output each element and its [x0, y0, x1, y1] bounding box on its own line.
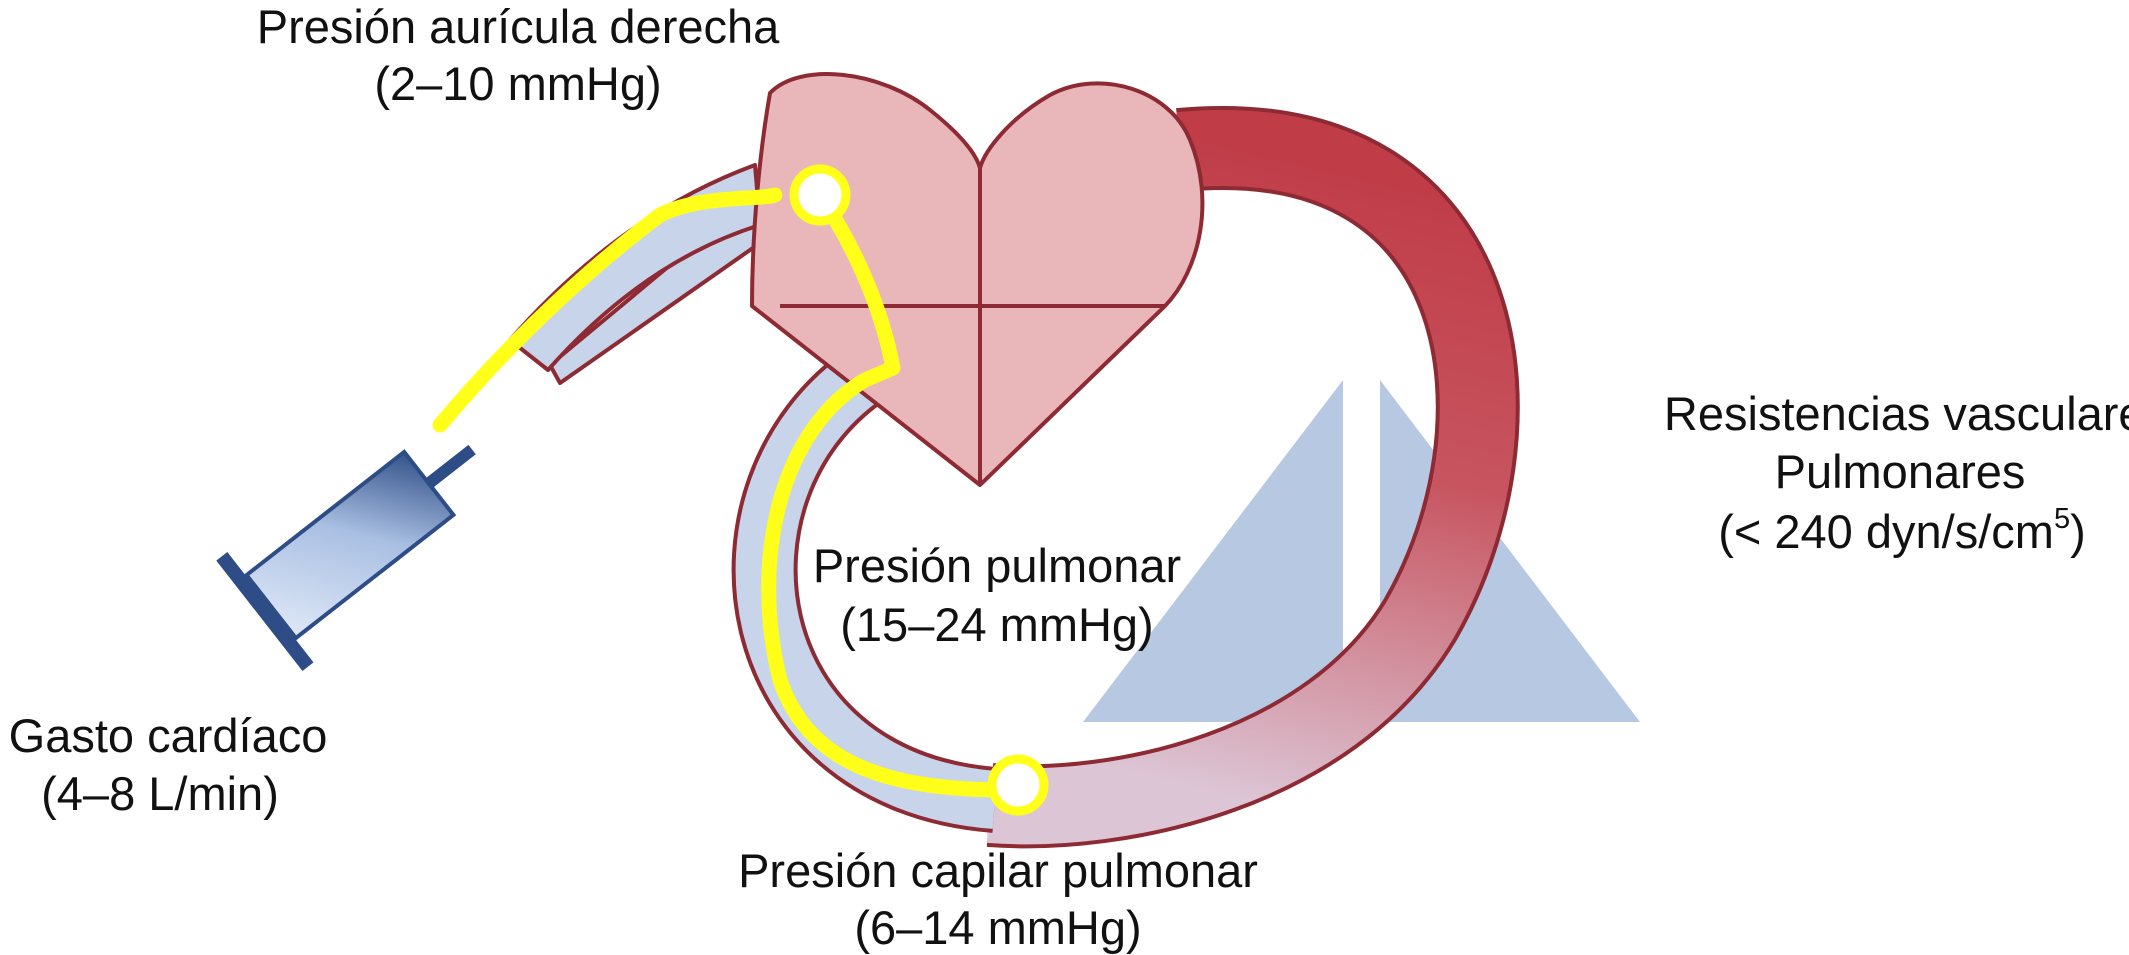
syringe-plunger	[216, 552, 314, 671]
label-cardiac-output: Gasto cardíaco (4–8 L/min)	[9, 709, 328, 820]
label-capillary-pressure-title: Presión capilar pulmonar	[738, 844, 1258, 897]
label-capillary-pressure: Presión capilar pulmonar (6–14 mmHg)	[738, 844, 1258, 954]
pulmonary-artery-vessel-fill	[987, 110, 1516, 845]
label-capillary-pressure-value: (6–14 mmHg)	[854, 901, 1141, 954]
label-cardiac-output-title: Gasto cardíaco	[9, 709, 328, 762]
syringe	[216, 444, 476, 671]
label-pulmonary-resistance-value: (< 240 dyn/s/cm5)	[1718, 503, 2085, 558]
watermark-triangle-left	[1083, 380, 1343, 722]
catheter	[432, 164, 1049, 816]
syringe-needle	[425, 444, 476, 489]
label-pulmonary-resistance-subtitle: Pulmonares	[1775, 445, 2026, 498]
label-cardiac-output-value: (4–8 L/min)	[41, 767, 279, 820]
right-atrium-sensor	[789, 164, 851, 226]
capillary-wedge-sensor	[987, 754, 1049, 816]
label-pulmonary-pressure-value: (15–24 mmHg)	[840, 598, 1153, 651]
syringe-barrel	[243, 449, 457, 641]
label-pulmonary-resistance-title: Resistencias vasculares	[1664, 387, 2129, 440]
label-right-atrium-title: Presión aurícula derecha	[257, 0, 780, 53]
label-right-atrium-value: (2–10 mmHg)	[374, 57, 661, 110]
label-pulmonary-pressure: Presión pulmonar (15–24 mmHg)	[813, 539, 1181, 651]
label-pulmonary-resistance: Resistencias vasculares Pulmonares (< 24…	[1664, 387, 2129, 558]
label-pulmonary-pressure-title: Presión pulmonar	[813, 539, 1181, 592]
catheter-line	[432, 187, 1016, 798]
label-right-atrium-pressure: Presión aurícula derecha (2–10 mmHg)	[257, 0, 780, 110]
